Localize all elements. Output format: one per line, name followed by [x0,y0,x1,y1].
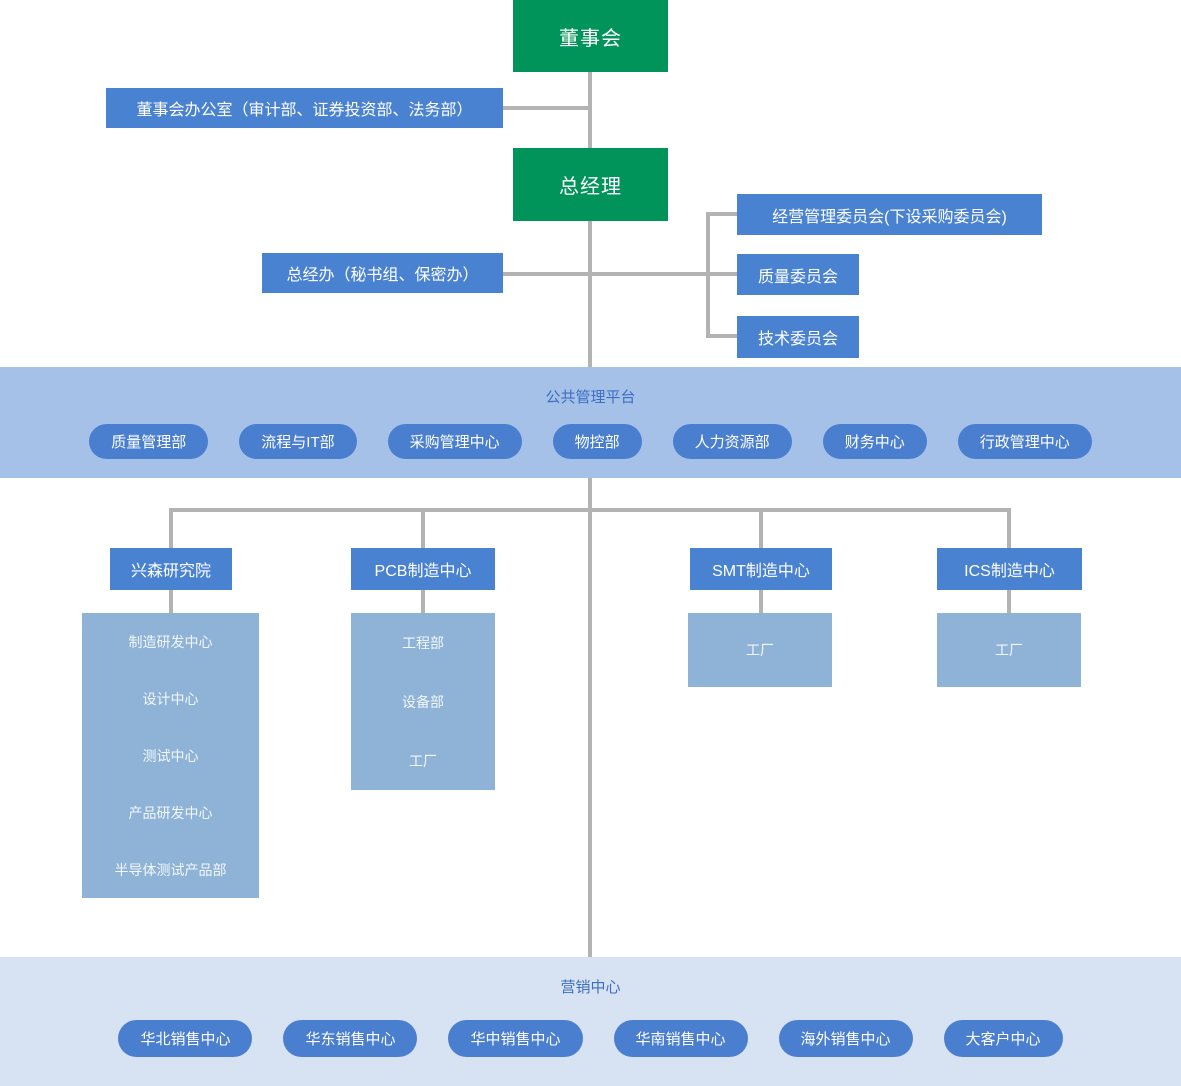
sub-item: 制造研发中心 [128,633,213,650]
connector-committee-stub-top [706,212,737,216]
sales-pill-key-accounts: 大客户中心 [943,1020,1063,1057]
sub-item: 工厂 [746,642,774,658]
connector-committee-stub-bottom [706,334,737,338]
connector-drop-pcb [421,508,425,548]
connector-stub-research [169,590,173,613]
sub-item: 工程部 [402,634,444,651]
branch-smt-center-box: SMT制造中心 [690,548,832,590]
platform-departments-row: 质量管理部 流程与IT部 采购管理中心 物控部 人力资源部 财务中心 行政管理中… [0,424,1181,459]
general-manager-box: 总经理 [513,148,668,221]
ics-center-subunits: 工厂 [937,613,1081,687]
committee-quality-box: 质量委员会 [737,254,859,295]
research-institute-subunits: 制造研发中心 设计中心 测试中心 产品研发中心 半导体测试产品部 [82,613,259,898]
connector-stub-pcb [421,590,425,613]
sales-pill-north: 华北销售中心 [118,1020,253,1057]
sales-pill-overseas: 海外销售中心 [778,1020,913,1057]
sales-centers-row: 华北销售中心 华东销售中心 华中销售中心 华南销售中心 海外销售中心 大客户中心 [0,1020,1181,1057]
sub-item: 设计中心 [142,690,199,707]
sub-item: 半导体测试产品部 [114,861,227,878]
board-office-box: 董事会办公室（审计部、证券投资部、法务部） [106,88,503,128]
department-pill-finance: 财务中心 [822,424,927,459]
pcb-center-subunits: 工程部 设备部 工厂 [351,613,495,790]
connector-gm-office-committees [503,272,737,276]
board-of-directors-box: 董事会 [513,0,668,72]
department-pill-procurement: 采购管理中心 [387,424,522,459]
connector-branch-distributor [169,508,1011,512]
department-pill-admin: 行政管理中心 [957,424,1092,459]
platform-band: 公共管理平台 质量管理部 流程与IT部 采购管理中心 物控部 人力资源部 财务中… [0,367,1181,478]
connector-gm-to-platform [588,221,592,367]
sales-pill-central: 华中销售中心 [448,1020,583,1057]
smt-center-subunits: 工厂 [688,613,832,687]
branch-ics-center-box: ICS制造中心 [937,548,1082,590]
marketing-band-title: 营销中心 [560,979,621,996]
department-pill-material-control: 物控部 [552,424,642,459]
department-pill-process-it: 流程与IT部 [239,424,357,459]
sub-item: 产品研发中心 [128,804,213,821]
connector-stub-smt [759,590,763,613]
gm-office-box: 总经办（秘书组、保密办） [262,253,503,293]
branch-pcb-center-box: PCB制造中心 [351,548,495,590]
connector-platform-to-marketing [588,478,592,957]
sales-pill-south: 华南销售中心 [613,1020,748,1057]
sales-pill-east: 华东销售中心 [283,1020,418,1057]
committee-operations-box: 经营管理委员会(下设采购委员会) [737,194,1042,235]
connector-drop-ics [1007,508,1011,548]
branch-research-institute-box: 兴森研究院 [110,548,232,590]
department-pill-quality: 质量管理部 [89,424,209,459]
connector-drop-smt [759,508,763,548]
sub-item: 测试中心 [142,747,199,764]
sub-item: 工厂 [995,642,1023,658]
connector-committee-spine [706,212,710,338]
connector-drop-research [169,508,173,548]
department-pill-hr: 人力资源部 [672,424,792,459]
sub-item: 工厂 [409,752,437,769]
committee-technology-box: 技术委员会 [737,316,859,358]
connector-stub-ics [1007,590,1011,613]
connector-board-to-gm [588,72,592,148]
platform-band-title: 公共管理平台 [545,389,636,406]
marketing-band: 营销中心 华北销售中心 华东销售中心 华中销售中心 华南销售中心 海外销售中心 … [0,957,1181,1086]
connector-board-office [503,106,588,110]
sub-item: 设备部 [402,693,444,710]
